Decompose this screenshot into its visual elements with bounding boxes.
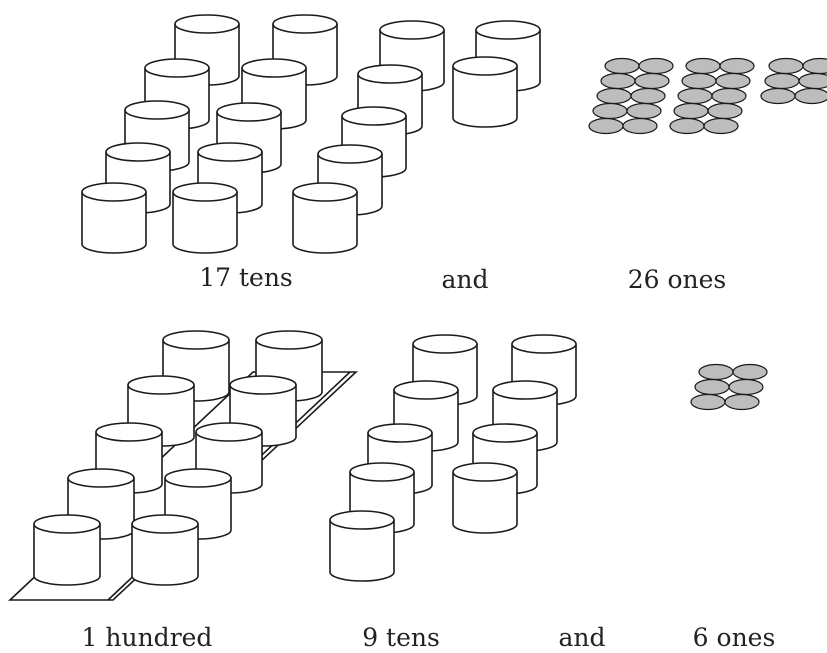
ten-rod	[452, 462, 518, 534]
one-unit	[711, 87, 747, 105]
one-unit	[630, 87, 666, 105]
bottom-ones-label: 6 ones	[693, 623, 776, 652]
one-unit	[732, 363, 768, 381]
one-unit	[626, 102, 662, 120]
one-unit	[604, 57, 640, 75]
one-unit	[724, 393, 760, 411]
one-unit	[794, 87, 827, 105]
one-unit	[768, 57, 804, 75]
one-unit	[588, 117, 624, 135]
one-unit	[592, 102, 628, 120]
one-unit	[634, 72, 670, 90]
one-unit	[760, 87, 796, 105]
one-unit	[707, 102, 743, 120]
one-unit	[703, 117, 739, 135]
one-unit	[798, 72, 827, 90]
one-unit	[685, 57, 721, 75]
hundred-rod	[33, 514, 101, 586]
one-unit	[638, 57, 674, 75]
one-unit	[694, 378, 730, 396]
bottom-and-label: and	[558, 623, 605, 652]
one-unit	[719, 57, 755, 75]
top-ones-label: 26 ones	[628, 265, 727, 294]
one-unit	[802, 57, 827, 75]
one-unit	[690, 393, 726, 411]
one-unit	[728, 378, 764, 396]
ten-rod	[329, 510, 395, 582]
blocks-layer	[7, 14, 827, 601]
top-tens-label: 17 tens	[199, 263, 293, 292]
one-unit	[596, 87, 632, 105]
hundred-rod	[131, 514, 199, 586]
one-unit	[764, 72, 800, 90]
one-unit	[698, 363, 734, 381]
ten-rod	[105, 142, 171, 214]
one-unit	[715, 72, 751, 90]
ten-rod	[452, 56, 518, 128]
one-unit	[677, 87, 713, 105]
one-unit	[622, 117, 658, 135]
bottom-tens-label: 9 tens	[362, 623, 440, 652]
one-unit	[673, 102, 709, 120]
ten-rod	[172, 182, 238, 254]
one-unit	[600, 72, 636, 90]
one-unit	[681, 72, 717, 90]
top-and-label: and	[441, 265, 488, 294]
one-unit	[669, 117, 705, 135]
bottom-hundreds-label: 1 hundred	[82, 623, 213, 652]
ten-rod	[81, 182, 147, 254]
ten-rod	[292, 182, 358, 254]
